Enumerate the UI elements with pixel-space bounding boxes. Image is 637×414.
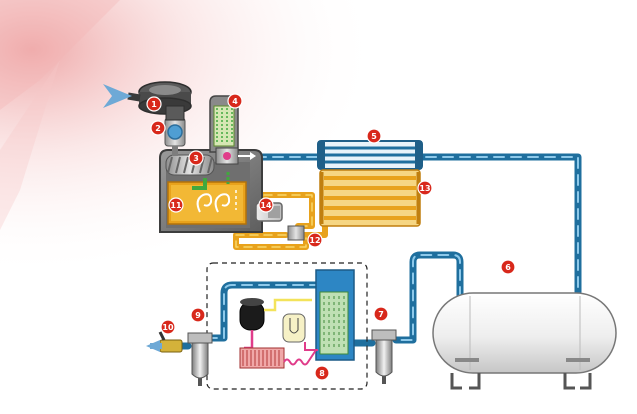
marker-label: 6 <box>505 263 511 272</box>
marker-label: 3 <box>193 154 199 163</box>
marker-9: 9 <box>190 307 206 323</box>
marker-badge <box>150 120 166 136</box>
marker-12: 12 <box>307 232 323 248</box>
marker-13: 13 <box>417 180 433 196</box>
marker-badge <box>190 307 206 323</box>
marker-10: 10 <box>160 319 176 335</box>
air-pipe-tank-to-filter-highlight <box>395 254 461 341</box>
marker-label: 8 <box>319 369 325 378</box>
marker-badge <box>160 319 176 335</box>
marker-badge <box>314 365 330 381</box>
air-receiver-tank <box>432 292 617 390</box>
marker-badge <box>373 306 389 322</box>
marker-8: 8 <box>314 365 330 381</box>
marker-badge <box>258 197 274 213</box>
marker-label: 10 <box>162 323 174 332</box>
marker-label: 14 <box>260 201 272 210</box>
marker-label: 13 <box>419 184 430 193</box>
marker-badge <box>227 93 243 109</box>
expansion-coil <box>283 349 317 366</box>
background-streak <box>0 0 120 110</box>
marker-11: 11 <box>168 197 184 213</box>
outlet-arrow-icon <box>146 340 162 352</box>
refrigerant-compressor <box>239 298 265 331</box>
compressor-unit <box>159 149 263 233</box>
thermostatic-valve <box>287 225 305 241</box>
marker-label: 12 <box>309 236 320 245</box>
minimum-pressure-valve <box>215 147 256 165</box>
outlet-ball-valve <box>158 331 183 353</box>
marker-5: 5 <box>366 128 382 144</box>
marker-1: 1 <box>146 96 162 112</box>
marker-badge <box>307 232 323 248</box>
marker-label: 4 <box>232 97 238 106</box>
marker-2: 2 <box>150 120 166 136</box>
oil-separator-swirl <box>196 193 213 213</box>
marker-4: 4 <box>227 93 243 109</box>
marker-badge <box>168 197 184 213</box>
marker-3: 3 <box>188 150 204 166</box>
marker-badge <box>500 259 516 275</box>
marker-7: 7 <box>373 306 389 322</box>
marker-badge <box>188 150 204 166</box>
marker-6: 6 <box>500 259 516 275</box>
marker-label: 11 <box>170 201 182 210</box>
refrigerated-dryer <box>206 262 368 390</box>
marker-label: 7 <box>378 310 384 319</box>
line-filter-left <box>187 332 213 386</box>
marker-label: 9 <box>195 311 201 320</box>
marker-badge <box>146 96 162 112</box>
marker-badge <box>366 128 382 144</box>
marker-label: 1 <box>151 100 157 109</box>
oil-cooler <box>319 169 421 227</box>
aftercooler <box>317 140 423 170</box>
background-streak <box>0 60 60 230</box>
line-filter-right <box>371 329 397 384</box>
dryer-boundary <box>206 262 368 390</box>
marker-label: 2 <box>155 124 161 133</box>
intake-arrow-icon <box>103 84 132 108</box>
marker-badge <box>417 180 433 196</box>
air-pipe-dryer-to-filter-highlight <box>209 284 321 339</box>
dryer-condenser <box>239 347 285 369</box>
intake-valve <box>164 117 186 156</box>
marker-label: 5 <box>371 132 377 141</box>
marker-14: 14 <box>258 197 274 213</box>
refrigerant-separator <box>282 313 306 343</box>
